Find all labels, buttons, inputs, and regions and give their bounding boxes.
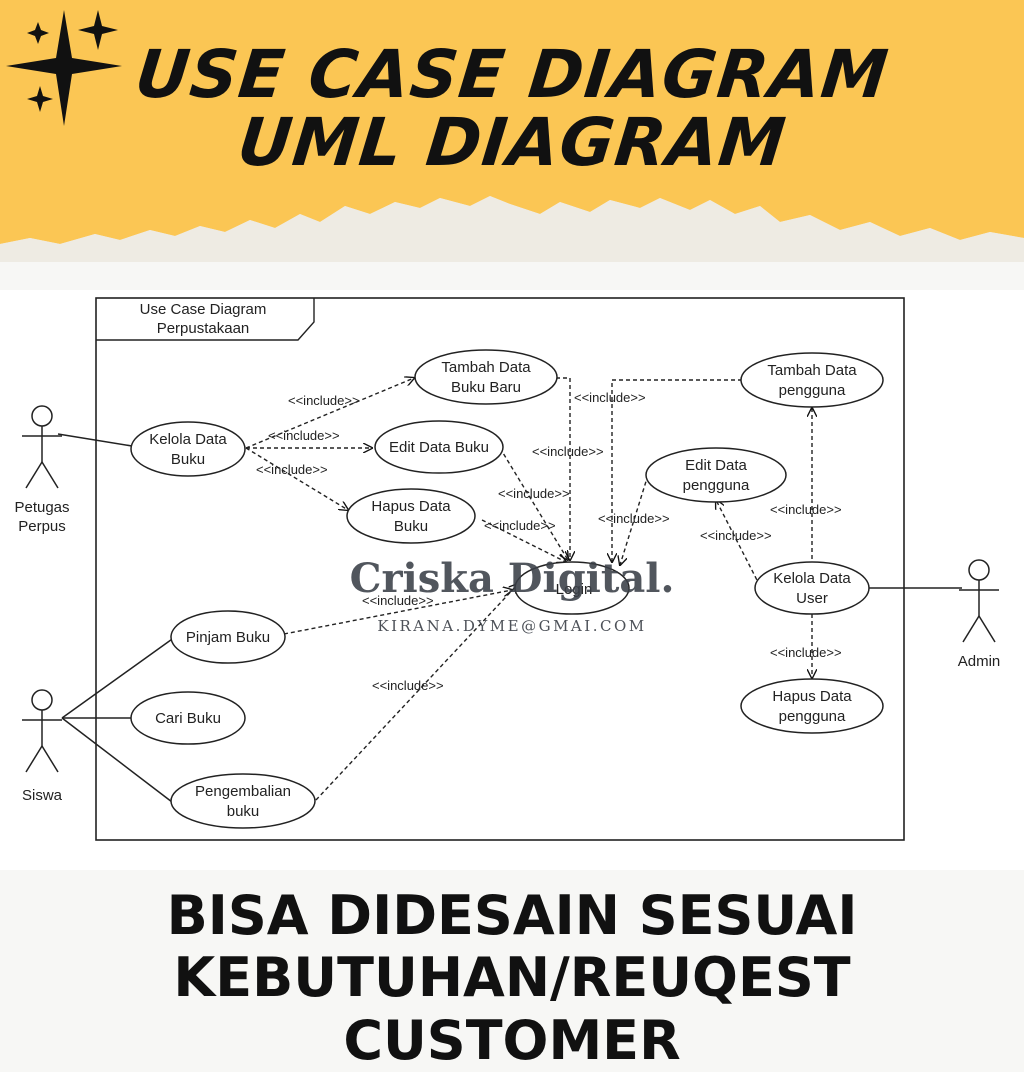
footer-line2: KEBUTUHAN/REUQEST CUSTOMER [173, 946, 851, 1072]
include-label: <<include>> [288, 393, 360, 408]
usecase-label: Tambah Data [767, 362, 857, 379]
include-label: <<include>> [574, 390, 646, 405]
usecase-label: buku [227, 803, 260, 820]
usecase-label: Buku [394, 518, 428, 535]
usecase-label: Edit Data Buku [389, 439, 489, 456]
actor-petugas-perpus[interactable] [22, 405, 62, 489]
usecase-edit-data-buku[interactable] [374, 420, 504, 474]
include-label: <<include>> [268, 428, 340, 443]
actor-label: Petugas [14, 499, 69, 516]
frame-title-tab [96, 298, 315, 341]
usecase-label: Edit Data [685, 457, 747, 474]
usecase-label: Hapus Data [772, 688, 852, 705]
usecase-kelola-data-buku[interactable] [130, 421, 246, 477]
include-label: <<include>> [256, 462, 328, 477]
usecase-label: pengguna [779, 382, 846, 399]
associations [57, 433, 962, 803]
usecase-tambah-data-buku-baru[interactable] [414, 349, 558, 405]
include-label: <<include>> [362, 593, 434, 608]
footer-line1: BISA DIDESAIN SESUAI [166, 884, 858, 947]
include-relations [245, 378, 812, 801]
usecase-login[interactable] [514, 561, 630, 615]
actor-label: Siswa [22, 787, 63, 804]
usecase-label: pengguna [683, 477, 750, 494]
use-case-diagram: Use Case Diagram Perpustakaan <<include>… [0, 290, 1024, 870]
usecase-label: Tambah Data [441, 359, 531, 376]
usecase-label: Login [556, 581, 593, 598]
usecase-pinjam-buku[interactable] [170, 610, 286, 664]
usecase-label: Hapus Data [371, 498, 451, 515]
usecase-label: Buku [171, 451, 205, 468]
usecase-tambah-data-pengguna[interactable] [740, 352, 884, 408]
usecase-pengembalian-buku[interactable] [170, 773, 316, 829]
include-label: <<include>> [598, 511, 670, 526]
usecase-label: Kelola Data [149, 431, 227, 448]
usecase-label: Pinjam Buku [186, 629, 270, 646]
watermark-email: KIRANA.DYME@GMAI.COM [377, 617, 646, 635]
usecase-hapus-data-buku[interactable] [346, 488, 476, 544]
usecase-label: Kelola Data [773, 570, 851, 587]
include-label: <<include>> [484, 518, 556, 533]
actor-siswa[interactable] [22, 689, 62, 773]
usecase-edit-data-pengguna[interactable] [645, 447, 787, 503]
actor-label: Admin [958, 653, 1001, 670]
usecase-hapus-data-pengguna[interactable] [740, 678, 884, 734]
include-label: <<include>> [770, 502, 842, 517]
usecase-label: User [796, 590, 828, 607]
include-label: <<include>> [770, 645, 842, 660]
header-title-line1: USE CASE DIAGRAM [131, 36, 893, 113]
frame-title-line2: Perpustakaan [157, 320, 250, 337]
actor-admin[interactable] [959, 559, 999, 643]
frame-title-line1: Use Case Diagram [140, 301, 267, 318]
banner-background [0, 0, 1024, 290]
usecase-cari-buku[interactable] [130, 691, 246, 745]
header-title-line2: UML DIAGRAM [234, 104, 790, 181]
usecase-label: Buku Baru [451, 379, 521, 396]
usecase-label: Pengembalian [195, 783, 291, 800]
include-label: <<include>> [700, 528, 772, 543]
usecase-kelola-data-user[interactable] [754, 561, 870, 615]
watermark-brand: Criska Digital. [350, 555, 675, 602]
include-label: <<include>> [532, 444, 604, 459]
sparkle-icon [6, 10, 122, 126]
header-banner: USE CASE DIAGRAM UML DIAGRAM [0, 0, 1024, 290]
system-boundary [95, 297, 905, 841]
actor-label: Perpus [18, 518, 66, 535]
include-label: <<include>> [498, 486, 570, 501]
usecase-label: pengguna [779, 708, 846, 725]
usecase-label: Cari Buku [155, 710, 221, 727]
include-label: <<include>> [372, 678, 444, 693]
